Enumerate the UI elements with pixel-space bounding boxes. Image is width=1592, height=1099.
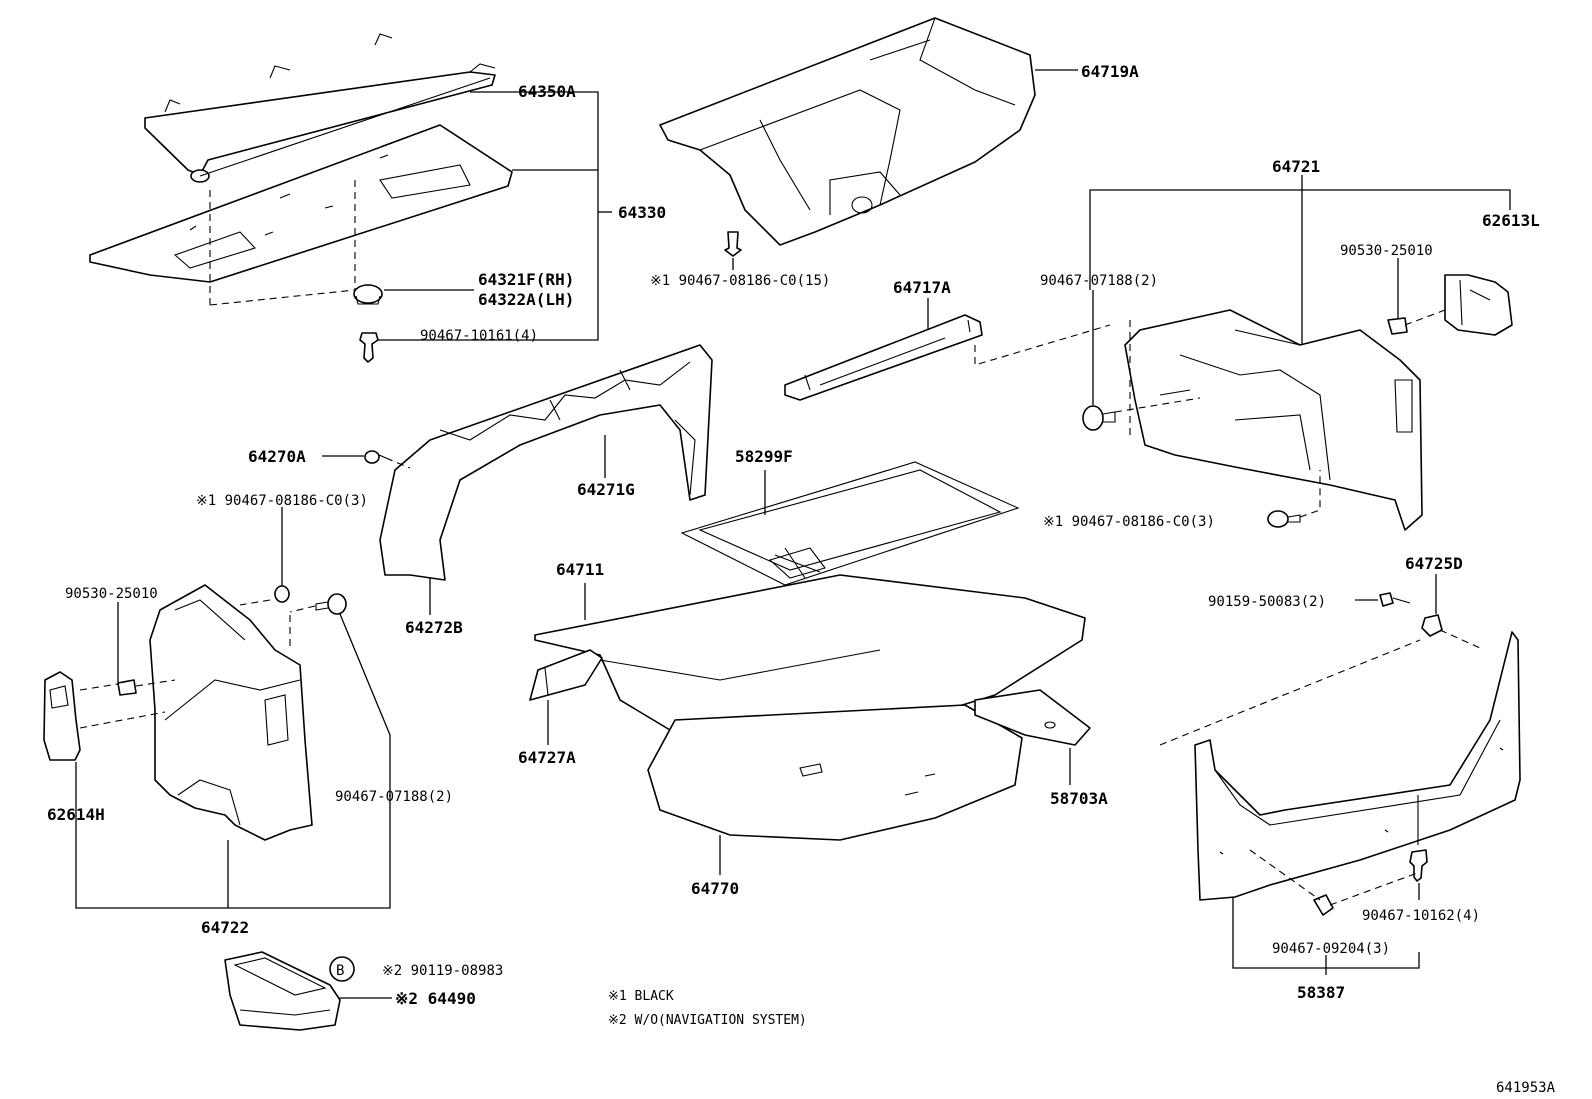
- label-90119-08983: ※2 90119-08983: [382, 963, 503, 979]
- clip-90467-09204: [1313, 894, 1334, 916]
- label-64725D: 64725D: [1405, 554, 1463, 573]
- side-trim-end-62614H: [43, 671, 81, 761]
- cargo-net-58299F: [680, 461, 1020, 586]
- label-58299F: 58299F: [735, 447, 793, 466]
- clip-64725D: [1421, 614, 1443, 637]
- label-64717A: 64717A: [893, 278, 951, 297]
- label-64711: 64711: [556, 560, 604, 579]
- label-64322A: 64322A(LH): [478, 290, 574, 309]
- label-90467-07188-rh: 90467-07188(2): [1040, 273, 1158, 289]
- label-64350A: 64350A: [518, 82, 576, 101]
- note-1: ※1 BLACK: [608, 989, 674, 1004]
- label-90467-07188-lh: 90467-07188(2): [335, 789, 453, 805]
- label-90467-10161: 90467-10161(4): [420, 328, 538, 344]
- dash-lh-group: [79, 599, 316, 729]
- trim-strip-64717A: [784, 314, 983, 401]
- bracket-64330: [378, 91, 612, 341]
- clip-90467-08186-3-rh: [1267, 510, 1301, 528]
- clip-90467-10161: [359, 332, 379, 363]
- label-90467-08186-15: ※1 90467-08186-C0(15): [650, 273, 830, 289]
- label-64330: 64330: [618, 203, 666, 222]
- label-90467-08186-3-lh: ※1 90467-08186-C0(3): [196, 493, 368, 509]
- label-90530-25010-lh: 90530-25010: [65, 586, 158, 602]
- label-90467-08186-3-rh: ※1 90467-08186-C0(3): [1043, 514, 1215, 530]
- trunk-lid-lining-64719A: [659, 17, 1036, 246]
- label-58387: 58387: [1297, 983, 1345, 1002]
- figure-code: 641953A: [1496, 1080, 1556, 1096]
- clip-90530-25010-lh: [117, 679, 137, 696]
- tray-clip-64321F: [353, 284, 383, 305]
- quarter-trim-64272B: [379, 344, 713, 581]
- label-64727A: 64727A: [518, 748, 576, 767]
- label-64719A: 64719A: [1081, 62, 1139, 81]
- label-90159-50083: 90159-50083(2): [1208, 594, 1326, 610]
- circle-b-marker: [329, 956, 355, 982]
- bracket-58387: [1232, 897, 1420, 975]
- clip-90467-10162: [1409, 849, 1428, 882]
- dash-rh-group: [974, 309, 1446, 518]
- label-64321F: 64321F(RH): [478, 270, 574, 289]
- pin-90467-07188-lh: [315, 593, 347, 615]
- label-90467-09204: 90467-09204(3): [1272, 941, 1390, 957]
- tonneau-cover-64350A: [144, 33, 496, 183]
- clip-90467-08186-15: [724, 231, 742, 257]
- clip-90467-08186-3-lh: [274, 585, 290, 603]
- label-62614H: 62614H: [47, 805, 105, 824]
- side-trim-rh-64721: [1124, 309, 1423, 531]
- floor-board-64770: [647, 704, 1023, 841]
- bracket-64722: [75, 613, 391, 909]
- rear-trim-58387: [1194, 631, 1521, 901]
- label-64721: 64721: [1272, 157, 1320, 176]
- label-62613L: 62613L: [1482, 211, 1540, 230]
- label-90467-10162: 90467-10162(4): [1362, 908, 1480, 924]
- floor-cover-58703A: [974, 689, 1091, 746]
- clip-90530-25010-rh: [1387, 317, 1408, 335]
- label-58703A: 58703A: [1050, 789, 1108, 808]
- package-tray-64330: [89, 124, 513, 310]
- trim-bracket-64727A: [529, 649, 603, 701]
- clip-64270A: [364, 450, 387, 464]
- side-trim-lh-64722: [149, 584, 313, 841]
- label-64272B: 64272B: [405, 618, 463, 637]
- label-64722: 64722: [201, 918, 249, 937]
- label-circle-b: B: [336, 963, 344, 979]
- storage-tray-64490: [224, 951, 341, 1031]
- dash-64270A: [385, 457, 411, 469]
- label-90530-25010-rh: 90530-25010: [1340, 243, 1433, 259]
- bolt-90159-50083: [1379, 592, 1411, 607]
- bracket-64721: [1089, 175, 1511, 345]
- label-64490: ※2 64490: [395, 989, 476, 1008]
- label-64270A: 64270A: [248, 447, 306, 466]
- pin-90467-07188-rh: [1082, 405, 1116, 431]
- note-2: ※2 W/O(NAVIGATION SYSTEM): [608, 1013, 807, 1028]
- label-64271G: 64271G: [577, 480, 635, 499]
- label-64770: 64770: [691, 879, 739, 898]
- side-trim-end-62613L: [1444, 274, 1513, 336]
